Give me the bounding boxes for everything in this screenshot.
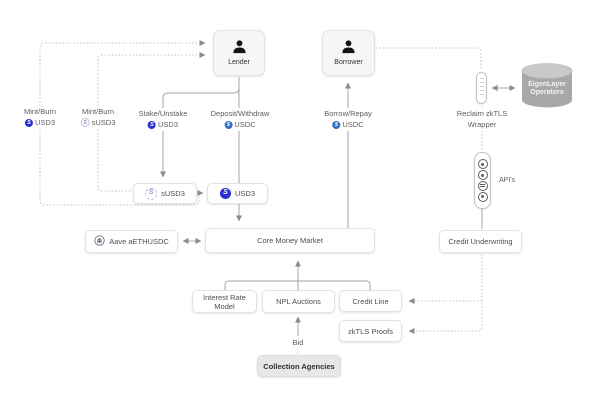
flow-label-reclaim-wrapper: Reclaim zkTLS Wrapper (453, 108, 511, 131)
credit-line-node: Credit Line (339, 290, 402, 312)
api-icon-1 (477, 159, 488, 170)
apis-label: API's (497, 177, 518, 184)
api-icon-2 (477, 170, 488, 181)
interest-rate-model-label: Interest Rate Model (203, 292, 246, 311)
reclaim-wrapper-line2: Wrapper (467, 120, 497, 130)
flow-token: sUSD3 (91, 118, 116, 128)
flow-token: USDC (234, 120, 256, 130)
lender-node: Lender (213, 30, 265, 76)
credit-underwriting-node: Credit Underwriting (439, 230, 522, 253)
susd3-token-icon: S (145, 187, 158, 200)
reclaim-wrapper-line1: Reclaim zkTLS (456, 109, 508, 118)
borrower-label: Borrower (334, 58, 363, 66)
eigenlayer-label-line1: EigenLayer (528, 81, 566, 88)
core-money-market-label: Core Money Market (257, 236, 323, 245)
flow-token: USD3 (157, 120, 178, 130)
collection-agencies-label: Collection Agencies (263, 361, 335, 371)
usd3-token-icon: S (219, 188, 231, 199)
flow-label-mint-burn-susd3: Mint/Burn S sUSD3 (77, 106, 119, 129)
flow-label-deposit-withdraw: Deposit/Withdraw $ USDC (207, 108, 273, 131)
flow-label-borrow-repay: Borrow/Repay $ USDC (321, 108, 375, 131)
flow-action: Mint/Burn (23, 107, 57, 116)
eigenlayer-label-line2: Operators (530, 89, 564, 97)
flow-token: USD3 (34, 118, 56, 128)
person-icon (341, 39, 356, 56)
usd3-token-icon: S (147, 120, 156, 129)
api-icon-4 (477, 191, 488, 202)
person-icon (232, 39, 247, 56)
npl-auctions-label: NPL Auctions (276, 297, 321, 306)
flow-action: Stake/Unstake (138, 109, 188, 118)
flow-label-mint-burn-usd3: Mint/Burn S USD3 (20, 106, 60, 129)
susd3-token-icon: S (80, 118, 90, 128)
aave-label: Aave aETHUSDC (109, 237, 169, 246)
lender-label: Lender (228, 58, 250, 66)
credit-underwriting-label: Credit Underwriting (448, 237, 513, 246)
zktls-wrapper-capsule-icon (476, 72, 487, 104)
flow-action: Mint/Burn (81, 107, 115, 116)
eigenlayer-node: EigenLayer Operators (524, 81, 570, 97)
flow-token: USDC (342, 120, 364, 130)
usdc-token-icon: $ (332, 120, 341, 129)
bid-label: Bid (292, 338, 304, 347)
flow-label-bid: Bid (289, 337, 307, 349)
usdc-token-icon: $ (224, 120, 233, 129)
usd3-node: S USD3 (207, 183, 268, 204)
aave-icon (94, 235, 105, 248)
susd3-label: sUSD3 (161, 189, 185, 198)
core-money-market-node: Core Money Market (205, 228, 375, 253)
zktls-proofs-label: zkTLS Proofs (347, 326, 393, 336)
susd3-node: S sUSD3 (133, 183, 197, 204)
credit-line-label: Credit Line (352, 296, 389, 306)
interest-rate-model-node: Interest Rate Model (192, 290, 257, 313)
flow-label-stake-unstake: Stake/Unstake S USD3 (135, 108, 191, 131)
npl-auctions-node: NPL Auctions (262, 290, 335, 313)
aave-node: Aave aETHUSDC (85, 230, 178, 253)
eigenlayer-cylinder-icon (519, 62, 575, 115)
borrower-node: Borrower (322, 30, 375, 76)
apis-capsule (474, 152, 491, 209)
collection-agencies-node: Collection Agencies (257, 355, 341, 377)
usd3-token-icon: S (24, 118, 33, 127)
api-icon-3 (477, 180, 488, 191)
capsule-ticks (479, 78, 484, 98)
usd3-label: USD3 (234, 189, 255, 198)
flow-action: Deposit/Withdraw (210, 109, 270, 118)
flow-action: Borrow/Repay (324, 109, 372, 118)
zktls-proofs-node: zkTLS Proofs (339, 320, 402, 342)
